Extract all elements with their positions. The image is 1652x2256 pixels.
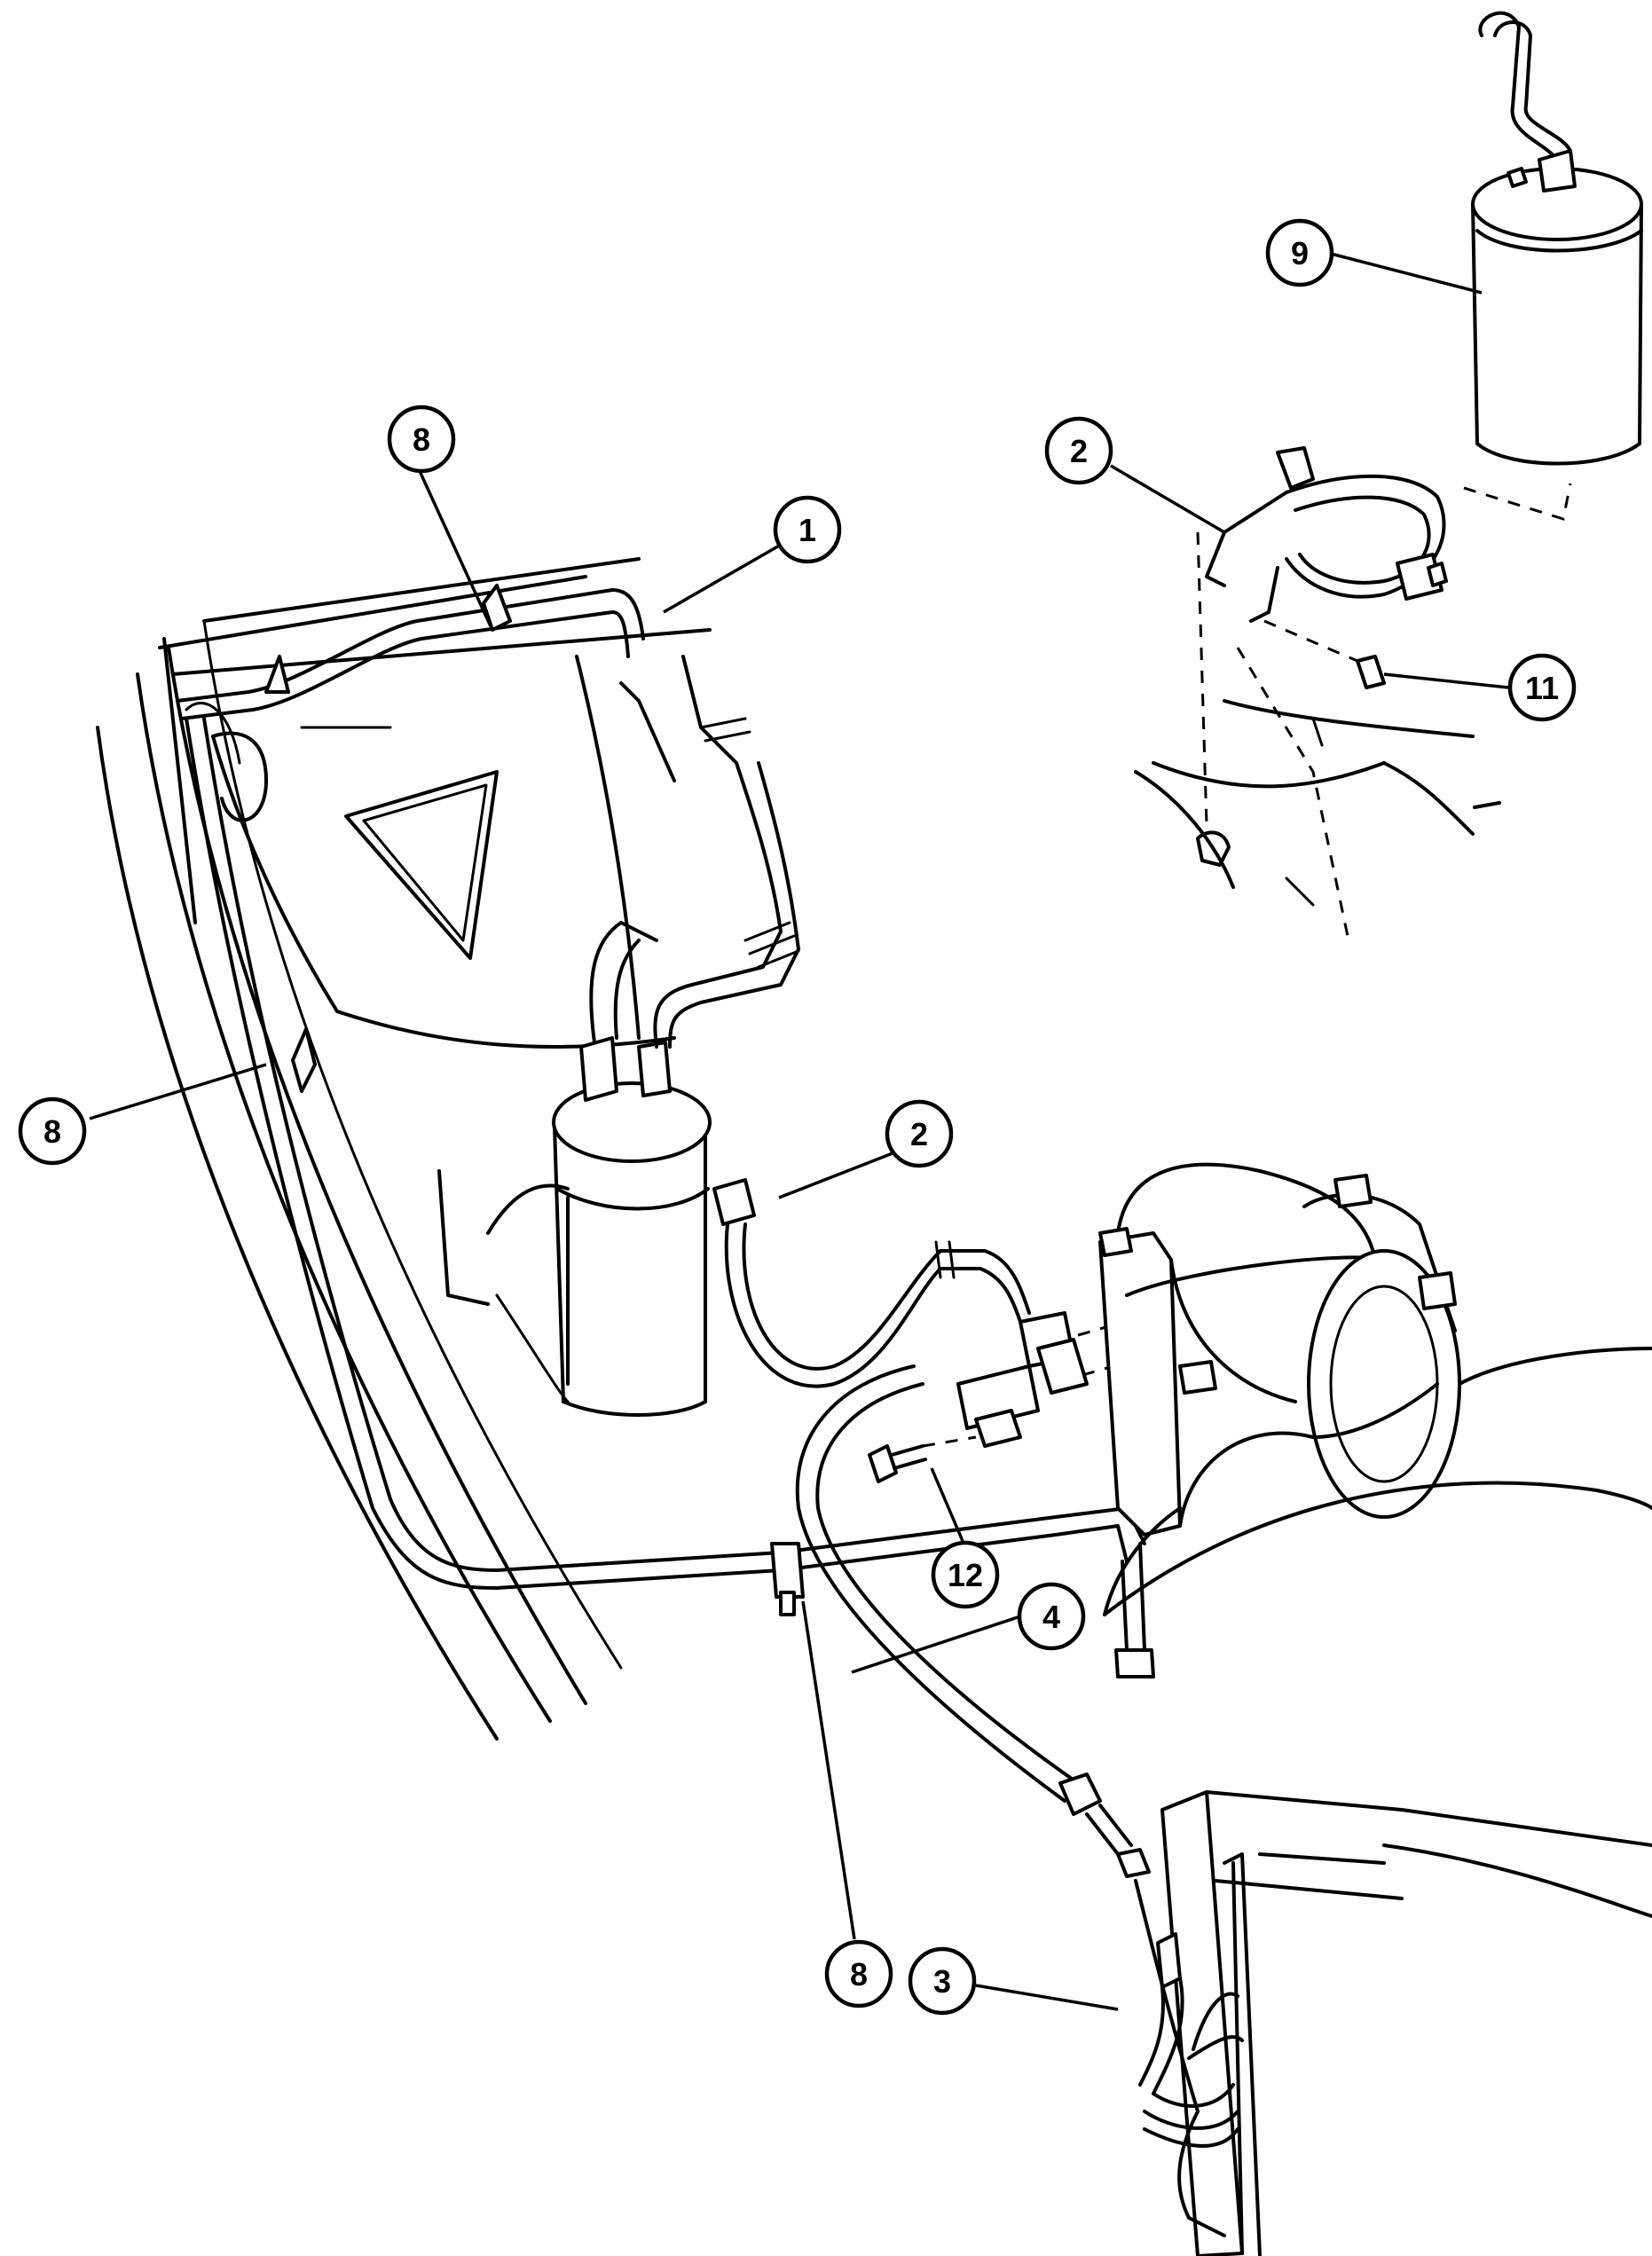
accumulator-hoses — [589, 655, 800, 1049]
callout-8-top: 8 — [387, 405, 456, 474]
accumulator-to-valve-hose — [724, 1222, 1031, 1388]
inset-accumulator — [1463, 11, 1643, 521]
callout-8-bottom: 8 — [824, 1939, 893, 2008]
callout-9: 9 — [1265, 218, 1334, 287]
callout-11: 11 — [1507, 653, 1577, 722]
inner-fender-apron — [158, 575, 712, 1049]
callout-3: 3 — [908, 1946, 977, 2016]
svg-text:1: 1 — [798, 512, 816, 548]
callout-8-left: 8 — [18, 1097, 87, 1166]
callouts: 9 2 11 8 1 8 2 12 — [18, 218, 1577, 2016]
lower-ac-line — [495, 1506, 1155, 1678]
callout-1: 1 — [773, 495, 842, 564]
compressor — [1098, 1162, 1652, 1537]
condenser-radiator — [1103, 1481, 1652, 2256]
svg-text:8: 8 — [413, 421, 430, 458]
fender-edges — [96, 557, 641, 1741]
leader-lines — [89, 252, 1509, 2011]
svg-text:9: 9 — [1291, 235, 1309, 271]
callout-2-inset: 2 — [1044, 416, 1113, 485]
svg-text:8: 8 — [43, 1113, 61, 1150]
top-ac-line — [176, 584, 645, 1590]
inset-bracket — [1134, 446, 1501, 941]
svg-text:3: 3 — [933, 1963, 951, 2000]
svg-text:2: 2 — [1070, 433, 1088, 469]
callout-2-main: 2 — [885, 1099, 954, 1168]
svg-text:8: 8 — [850, 1956, 868, 1993]
hose-4 — [795, 1364, 1133, 1856]
svg-text:12: 12 — [948, 1557, 983, 1593]
valve-assembly — [868, 1311, 1114, 1483]
callout-12: 12 — [931, 1540, 1000, 1609]
svg-text:4: 4 — [1042, 1599, 1060, 1635]
svg-text:2: 2 — [910, 1116, 928, 1152]
callout-4: 4 — [1017, 1582, 1086, 1651]
svg-text:11: 11 — [1525, 670, 1559, 706]
accumulator — [437, 1036, 756, 1417]
